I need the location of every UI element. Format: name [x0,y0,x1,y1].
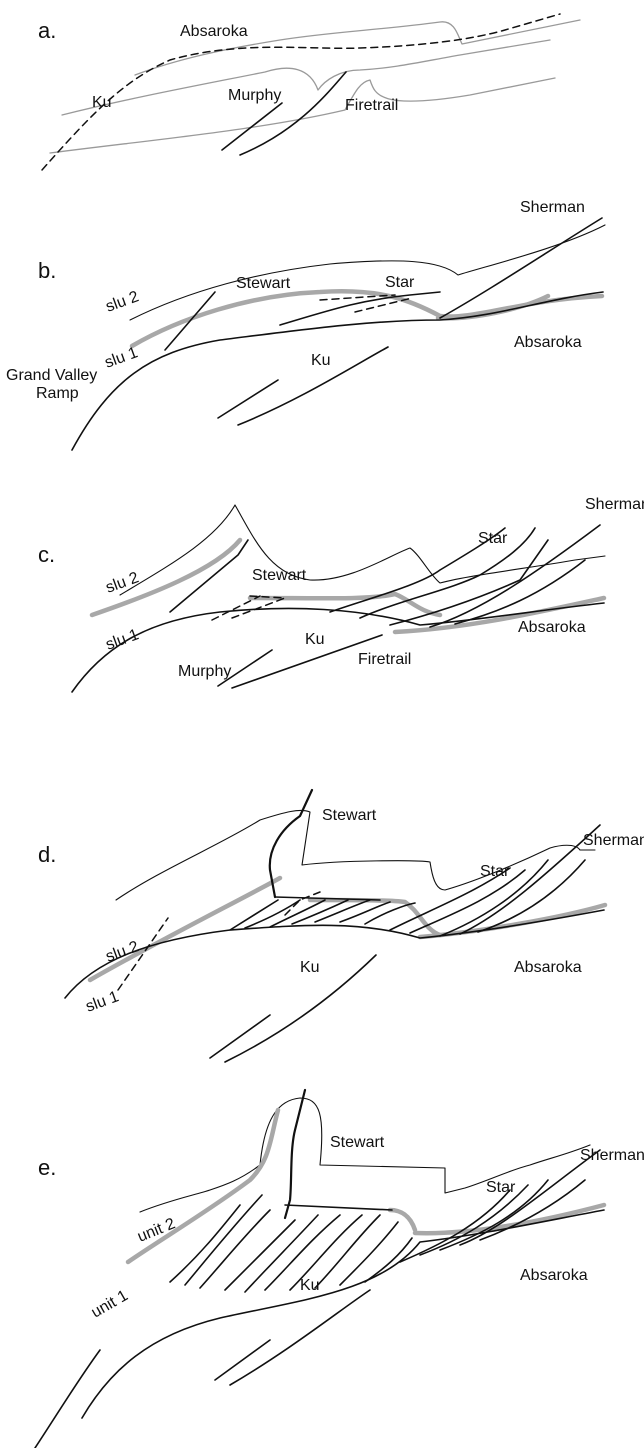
stewart-ramp-c [170,540,248,612]
panel-d: d. Stewart Sherman Star slu 2 slu 1 Absa… [38,790,644,1062]
label-ku-d: Ku [300,959,320,976]
panel-e-label: e. [38,1155,56,1180]
panel-b-label: b. [38,258,56,283]
murphy-fault [222,103,282,150]
fault-e-lower-2 [230,1290,370,1385]
label-sherman-e: Sherman [580,1147,644,1164]
label-ku-a: Ku [92,94,112,111]
absaroka-gray-e [415,1205,604,1233]
imbricate-e-l1 [170,1205,240,1282]
label-absaroka-e: Absaroka [520,1267,588,1284]
dashed-b-2 [320,295,395,300]
label-star-c: Star [478,530,508,547]
label-stewart-e: Stewart [330,1134,385,1151]
label-grand-valley-b: Grand Valley [6,367,97,384]
label-star-b: Star [385,274,415,291]
fault-d-base [230,900,278,930]
imbricate-d-5 [340,902,390,922]
sherman-fault-c [430,525,600,627]
label-slu1-d: slu 1 [84,988,122,1016]
panel-a: a. Absaroka Ku Murphy Firetrail [38,14,580,170]
fault-e-lower-1 [215,1340,270,1380]
label-murphy-a: Murphy [228,87,281,104]
label-ku-e: Ku [300,1277,320,1294]
ku-lower-e [35,1350,100,1448]
label-stewart-c: Stewart [252,567,307,584]
label-ramp-b: Ramp [36,385,79,402]
label-star-d: Star [480,863,510,880]
stewart-flat-e [285,1205,392,1210]
label-sherman-b: Sherman [520,199,585,216]
label-sherman-c: Sherman [585,496,644,513]
label-firetrail-c: Firetrail [358,651,411,668]
label-sherman-d: Sherman [583,832,644,849]
dashed-b-1 [355,298,412,312]
label-absaroka-a: Absaroka [180,23,248,40]
stewart-fault-e [285,1090,305,1218]
label-ku-b: Ku [311,352,331,369]
label-unit1-e: unit 1 [89,1287,131,1321]
horizon-lower [50,78,555,153]
label-ku-c: Ku [305,631,325,648]
label-slu2-c: slu 2 [104,569,142,597]
horizon-middle [62,40,550,115]
label-absaroka-d: Absaroka [514,959,582,976]
label-star-e: Star [486,1179,516,1196]
label-stewart-d: Stewart [322,807,377,824]
label-murphy-c: Murphy [178,663,231,680]
fault-d-lower-1 [210,1015,270,1058]
imbricate-e-6 [340,1222,398,1285]
sherman-fault-b [440,218,602,318]
surface-c [120,505,605,595]
panel-a-label: a. [38,18,56,43]
panel-c-label: c. [38,542,55,567]
label-slu1-b: slu 1 [103,344,141,372]
label-stewart-b: Stewart [236,275,291,292]
panel-d-label: d. [38,842,56,867]
label-slu1-c: slu 1 [104,626,142,654]
panel-b: b. Sherman Stewart Star slu 2 slu 1 Absa… [6,199,605,450]
panel-e: e. Stewart Sherman Star unit 2 unit 1 Ab… [35,1090,644,1448]
label-firetrail-a: Firetrail [345,97,398,114]
ku-detachment-b [72,292,603,450]
surface-e [140,1098,590,1212]
fault-c-2 [360,528,535,618]
imbricate-e-l2 [185,1195,262,1285]
label-absaroka-b: Absaroka [514,334,582,351]
label-absaroka-c: Absaroka [518,619,586,636]
panel-c: c. Sherman Star Stewart slu 2 slu 1 Absa… [38,496,644,692]
label-slu2-b: slu 2 [104,288,142,316]
imbricate-e-1 [225,1220,295,1290]
